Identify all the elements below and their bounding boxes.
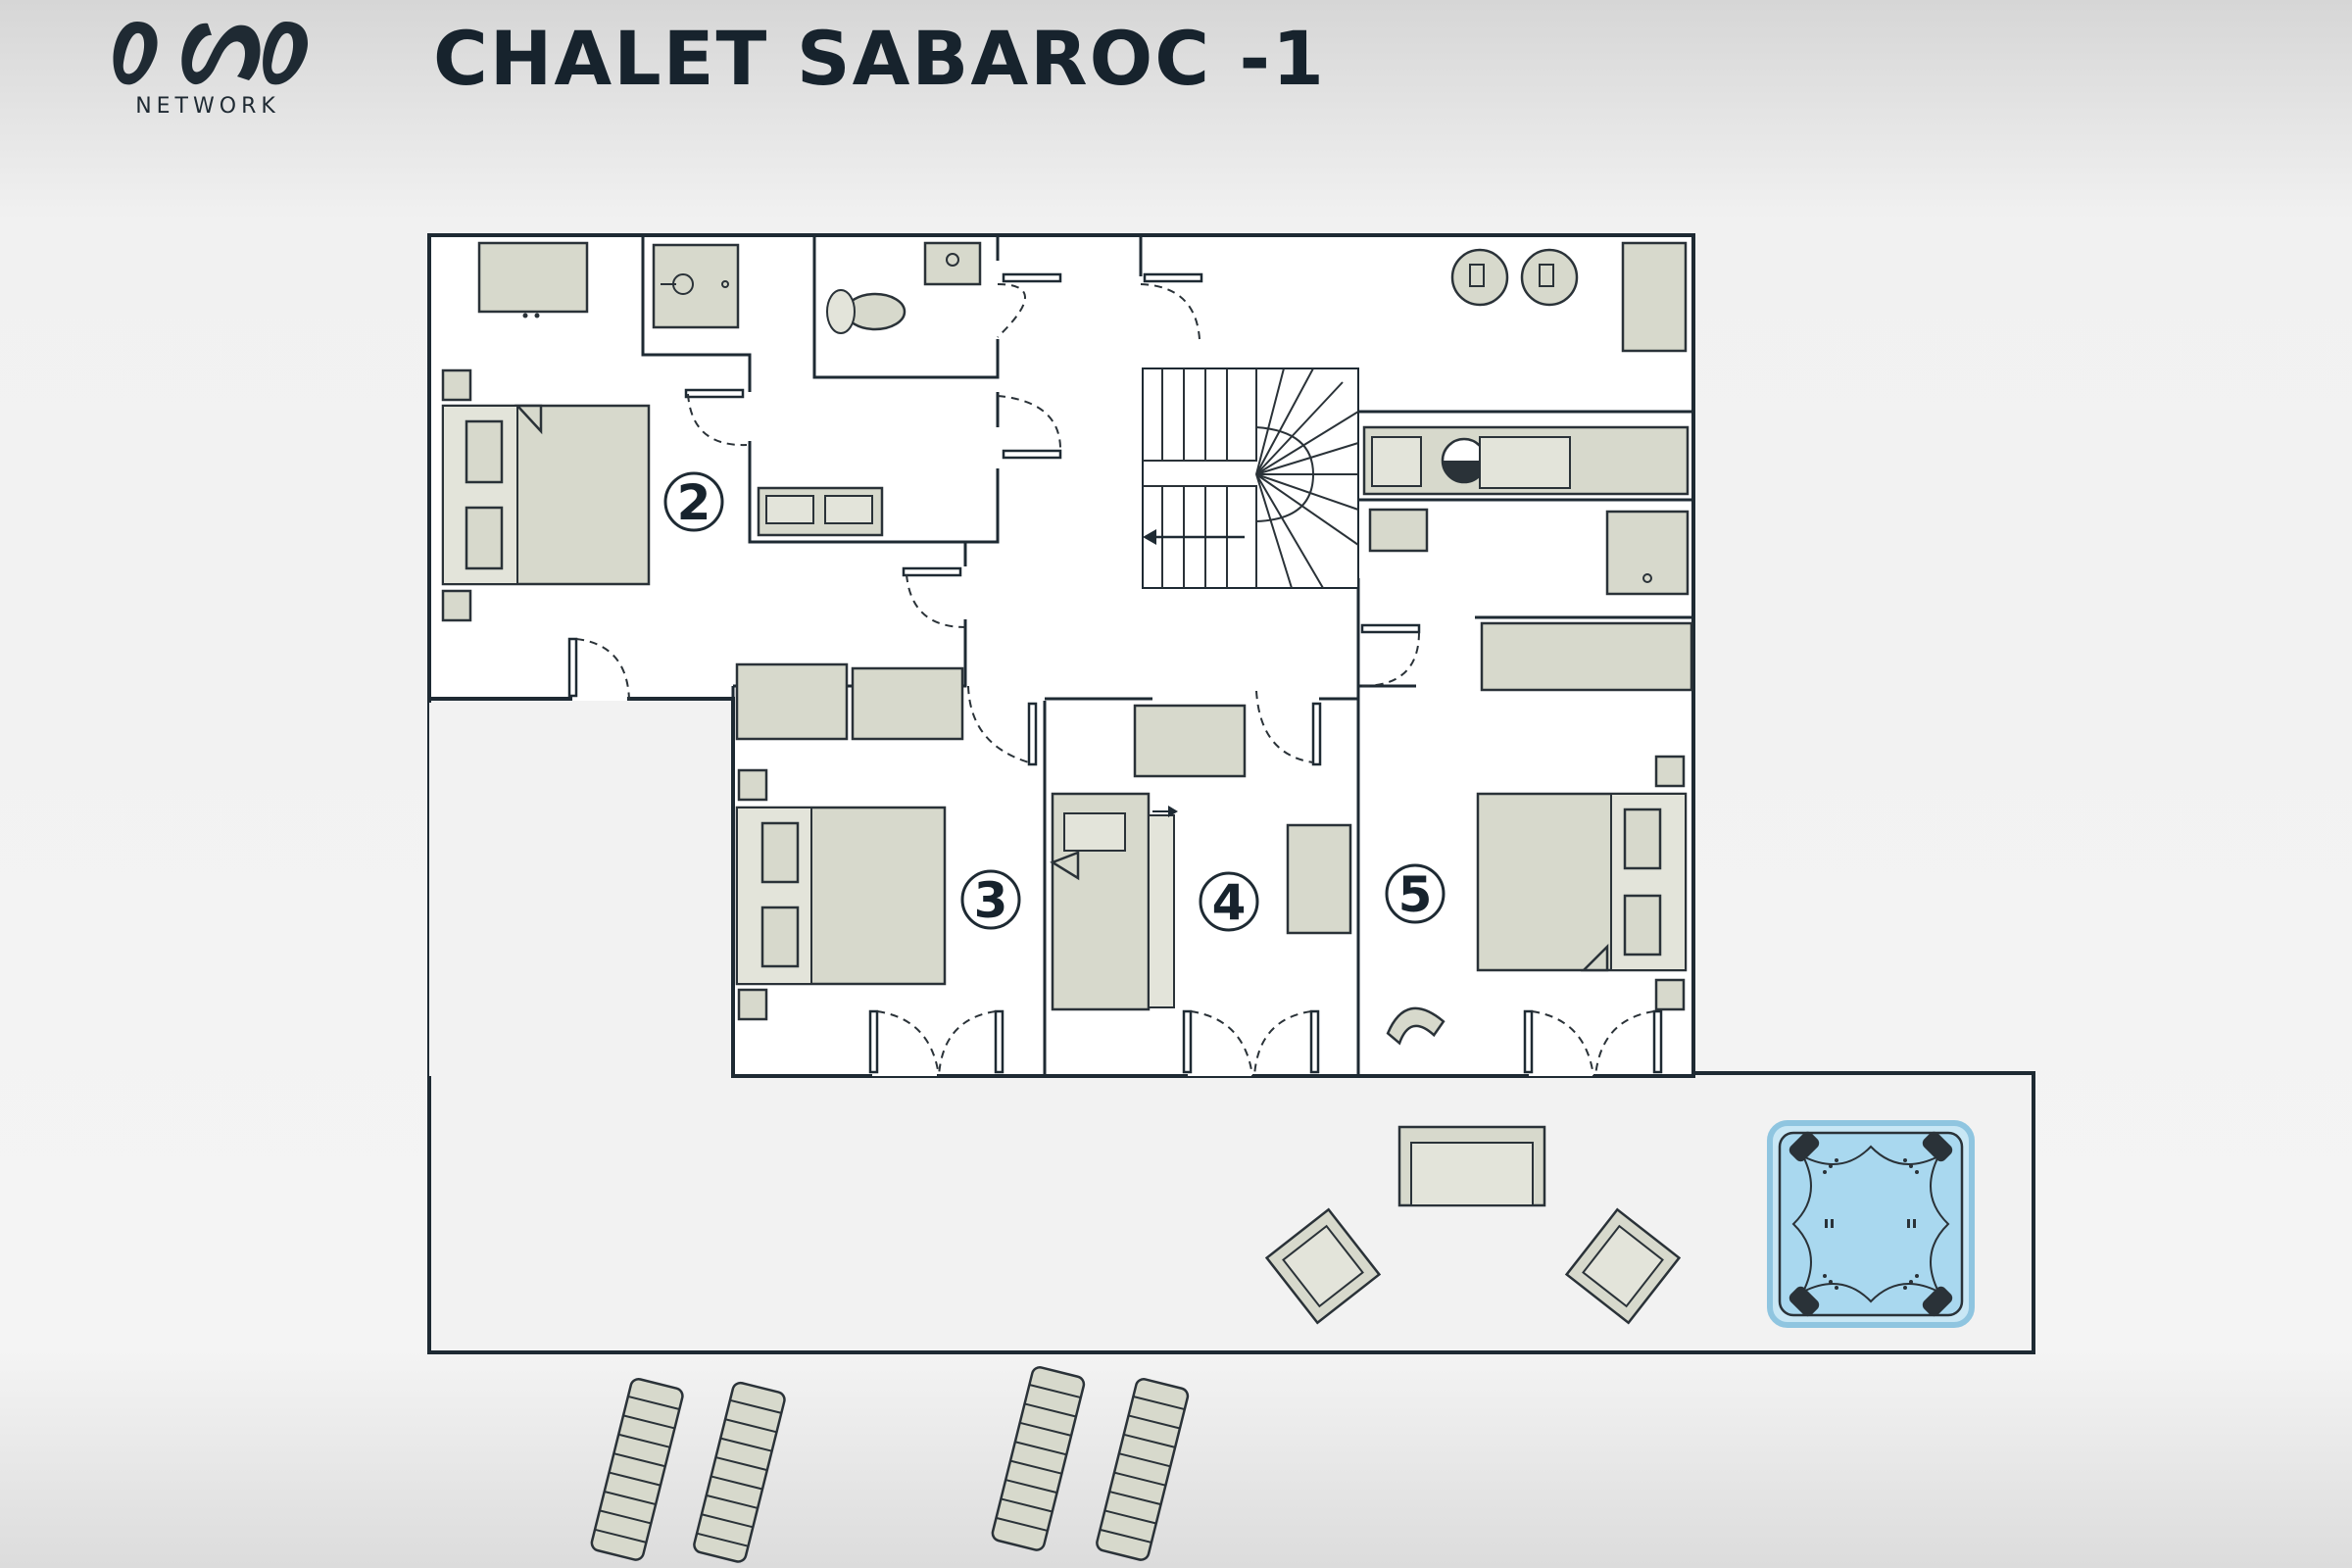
room-label-5[interactable]: 5 — [1385, 863, 1446, 924]
room-number-text: 4 — [1212, 874, 1247, 931]
brand-logo[interactable]: NETWORK — [100, 12, 316, 122]
sun-lounger-icon — [590, 1366, 1190, 1563]
room-number-text: 2 — [677, 474, 711, 531]
bedroom-3-furniture — [735, 662, 964, 1021]
wc-fixtures — [826, 241, 982, 334]
bedroom-2-furniture — [441, 241, 884, 622]
room-number-text: 3 — [974, 872, 1008, 929]
exterior-walls — [427, 233, 1695, 1078]
room-label-2[interactable]: 2 — [663, 471, 724, 532]
room-label-4[interactable]: 4 — [1199, 871, 1259, 932]
terrace-furniture — [1264, 1125, 1682, 1325]
room-number-text: 5 — [1398, 866, 1433, 923]
bedroom-5-furniture — [1386, 755, 1688, 1046]
kitchen-fixtures — [1362, 241, 1693, 692]
page-title: CHALET SABAROC -1 — [433, 15, 1326, 102]
room-label-3[interactable]: 3 — [960, 869, 1021, 930]
header: NETWORK CHALET SABAROC -1 — [0, 0, 2352, 137]
logo-wordmark: NETWORK — [135, 94, 280, 119]
doors — [567, 272, 1663, 1077]
water-heater-icon — [1450, 248, 1509, 307]
staircase-icon — [1142, 368, 1359, 589]
hot-tub-icon — [1767, 1120, 1975, 1328]
ono-logo-mark-icon — [113, 22, 308, 85]
bedroom-4-furniture — [1050, 704, 1352, 1011]
water-heater-icon — [1520, 248, 1579, 307]
